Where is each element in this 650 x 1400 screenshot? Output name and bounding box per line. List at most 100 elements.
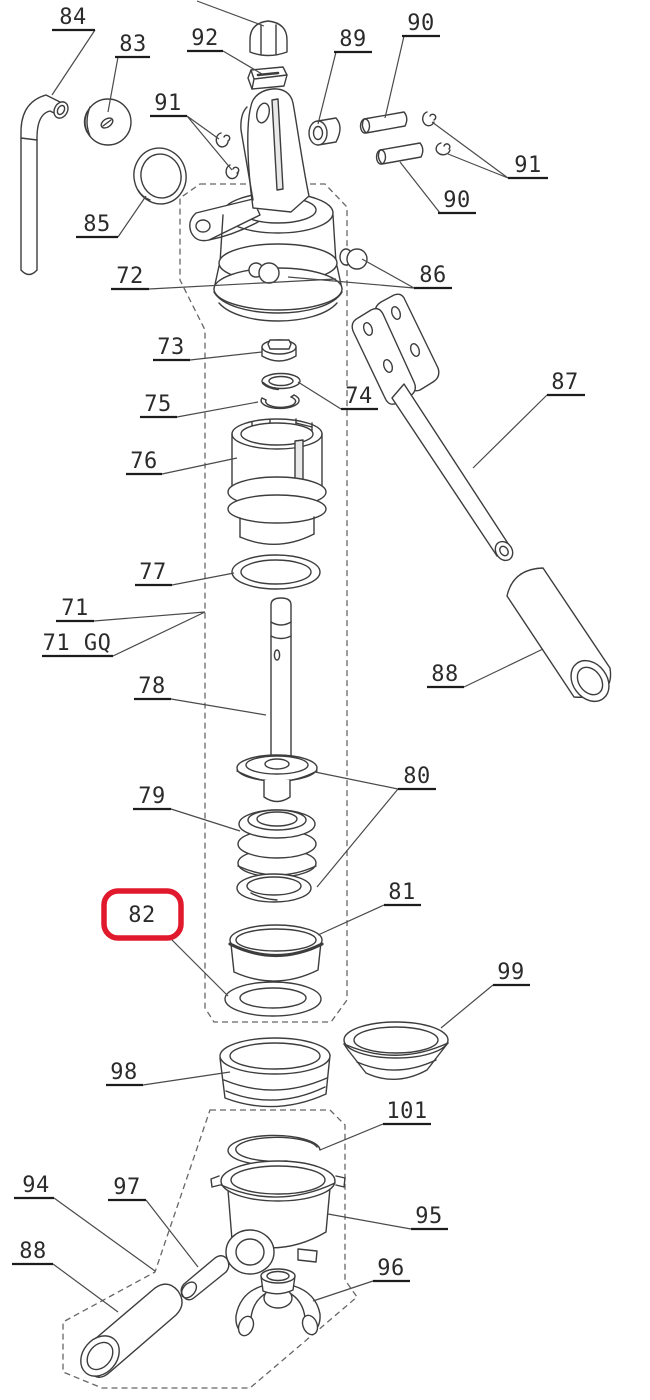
part-acorn-nut (249, 20, 288, 57)
leader-77 (171, 572, 235, 586)
part-72-group-head (189, 88, 343, 322)
part-86-screw (339, 248, 368, 270)
part-90-pin-bottom (375, 142, 424, 165)
part-89-bushing (308, 117, 341, 146)
leader-94 (53, 1197, 156, 1272)
part-91-clip-right-b (435, 142, 451, 156)
part-88-handle-grip-bottom (80, 1283, 183, 1378)
assembly-outline-group (62, 183, 358, 1389)
part-label-91-left: 91 (154, 91, 182, 116)
part-91-clip-left-a (215, 132, 231, 148)
leader-90-bottom (399, 161, 441, 214)
leader-98 (142, 1071, 231, 1086)
dashed-outline-group-71 (179, 183, 348, 1023)
part-76-piston-sleeve (227, 418, 327, 546)
part-label-90-top: 90 (407, 11, 435, 36)
leader-offscreen-part (196, 0, 265, 27)
part-90-pin-top (359, 111, 408, 134)
dashed-outline-portafilter-group (62, 1109, 358, 1389)
leader-74 (297, 381, 342, 410)
part-label-85: 85 (83, 212, 111, 237)
part-label-84: 84 (59, 5, 87, 30)
leader-86 (287, 258, 415, 289)
leader-90-top (384, 35, 405, 119)
part-label-94: 94 (22, 1173, 50, 1198)
part-label-80: 80 (403, 764, 431, 789)
part-87-lever-arm (351, 293, 514, 562)
part-73-gland-nut (261, 339, 297, 362)
part-label-89: 89 (339, 27, 367, 52)
part-label-82: 82 (128, 903, 156, 928)
part-label-75: 75 (144, 392, 172, 417)
part-label-78: 78 (138, 674, 166, 699)
part-80-washer-lower (236, 873, 312, 903)
part-99-filter-basket-single (343, 1021, 449, 1081)
part-label-72: 72 (116, 264, 144, 289)
leader-76 (161, 457, 238, 475)
leader-79 (170, 808, 241, 832)
leader-83 (107, 56, 119, 113)
leader-97 (145, 1199, 199, 1268)
part-81-cup (228, 924, 324, 982)
part-92-hex-nut (247, 66, 288, 90)
part-95-portafilter (210, 1160, 346, 1275)
part-label-101: 101 (386, 1099, 427, 1124)
part-label-79: 79 (138, 784, 166, 809)
part-96-spout (235, 1268, 321, 1337)
part-74-washer (261, 372, 301, 391)
part-label-99: 99 (497, 960, 525, 985)
part-83-knob (83, 98, 132, 146)
part-label-88-bottom: 88 (19, 1239, 47, 1264)
leader-lines (51, 0, 548, 1313)
callout-labels: 84 83 92 91 89 90 91 90 85 72 86 73 74 7… (19, 5, 579, 1281)
leader-82 (167, 935, 229, 997)
part-label-90-bottom: 90 (443, 188, 471, 213)
leader-78 (170, 698, 267, 716)
part-label-86: 86 (419, 263, 447, 288)
leader-84 (51, 29, 96, 96)
leader-73 (189, 351, 263, 361)
leader-89 (317, 51, 337, 125)
leader-87 (472, 394, 548, 469)
leader-80 (314, 771, 399, 888)
leader-72 (148, 278, 337, 290)
highlight-box-82 (101, 888, 184, 941)
part-79-ring-stack (237, 809, 317, 878)
part-label-88-right: 88 (431, 662, 459, 687)
part-label-81: 81 (388, 880, 416, 905)
part-label-98: 98 (110, 1060, 138, 1085)
leader-88-bottom (52, 1263, 119, 1313)
part-91-clip-right-a (422, 111, 437, 127)
part-label-97: 97 (113, 1175, 141, 1200)
part-88-handle-grip-right (506, 567, 612, 703)
part-78-piston-rod (270, 597, 292, 761)
leader-71-and-71gq (93, 611, 206, 657)
part-label-83: 83 (119, 32, 147, 57)
parts-artwork (20, 20, 612, 1378)
part-label-91-right: 91 (514, 153, 542, 178)
part-98-filter-basket-double (219, 1037, 331, 1108)
leader-75 (176, 401, 259, 418)
leader-91-right (431, 121, 509, 179)
part-label-73: 73 (157, 335, 185, 360)
part-label-77: 77 (139, 560, 167, 585)
part-label-71: 71 (61, 596, 89, 621)
part-label-74: 74 (345, 384, 373, 409)
leader-99 (440, 984, 494, 1029)
leader-96 (312, 1280, 374, 1302)
leader-88-right (463, 648, 544, 688)
part-77-o-ring (231, 554, 321, 590)
leader-81 (317, 904, 385, 936)
leader-92 (222, 50, 263, 75)
part-82-gasket (224, 981, 322, 1017)
part-85-ring (133, 147, 187, 205)
leader-85 (117, 195, 147, 238)
leader-101 (319, 1123, 384, 1151)
part-label-71gq: 71 GQ (43, 631, 112, 656)
part-label-96: 96 (377, 1256, 405, 1281)
part-label-87: 87 (551, 370, 579, 395)
part-80-washer-upper (236, 754, 318, 803)
leader-95 (327, 1213, 412, 1230)
